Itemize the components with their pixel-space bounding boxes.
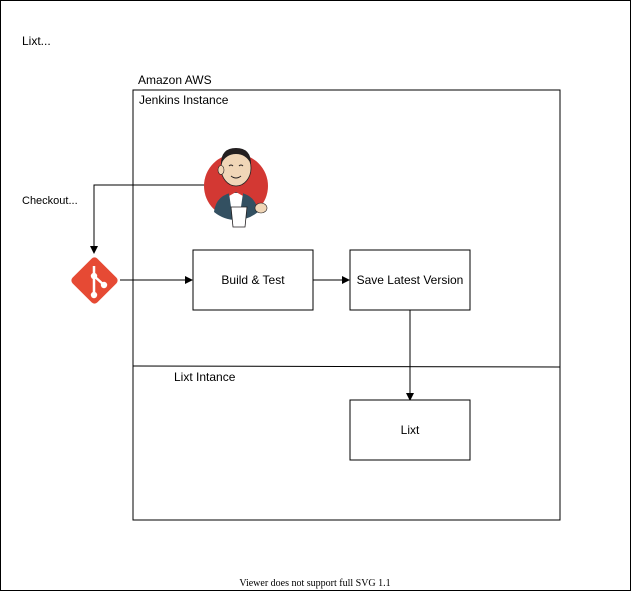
lixt-label: Lixt bbox=[401, 423, 420, 437]
edge-jenkins-to-git bbox=[90, 184, 207, 254]
jenkins-instance-label: Jenkins Instance bbox=[139, 93, 229, 107]
save-latest-node[interactable]: Save Latest Version bbox=[349, 249, 471, 311]
git-icon bbox=[71, 257, 118, 304]
lixt-node[interactable]: Lixt bbox=[349, 399, 471, 461]
diagram-title: Lixt... bbox=[22, 34, 51, 48]
save-latest-box bbox=[349, 249, 471, 311]
build-test-box bbox=[192, 249, 314, 311]
instance-divider bbox=[132, 365, 561, 368]
jenkins-instance-container bbox=[132, 89, 561, 521]
build-test-node[interactable]: Build & Test bbox=[192, 249, 314, 311]
checkout-label: Checkout... bbox=[22, 195, 78, 207]
lixt-instance-label: Lixt Intance bbox=[174, 370, 236, 384]
build-test-label: Build & Test bbox=[221, 273, 285, 287]
save-latest-label: Save Latest Version bbox=[357, 273, 464, 287]
lixt-box bbox=[349, 399, 471, 461]
jenkins-butler-icon bbox=[204, 148, 268, 228]
aws-label: Amazon AWS bbox=[138, 73, 212, 87]
svg-support-warning: Viewer does not support full SVG 1.1 bbox=[239, 578, 390, 589]
